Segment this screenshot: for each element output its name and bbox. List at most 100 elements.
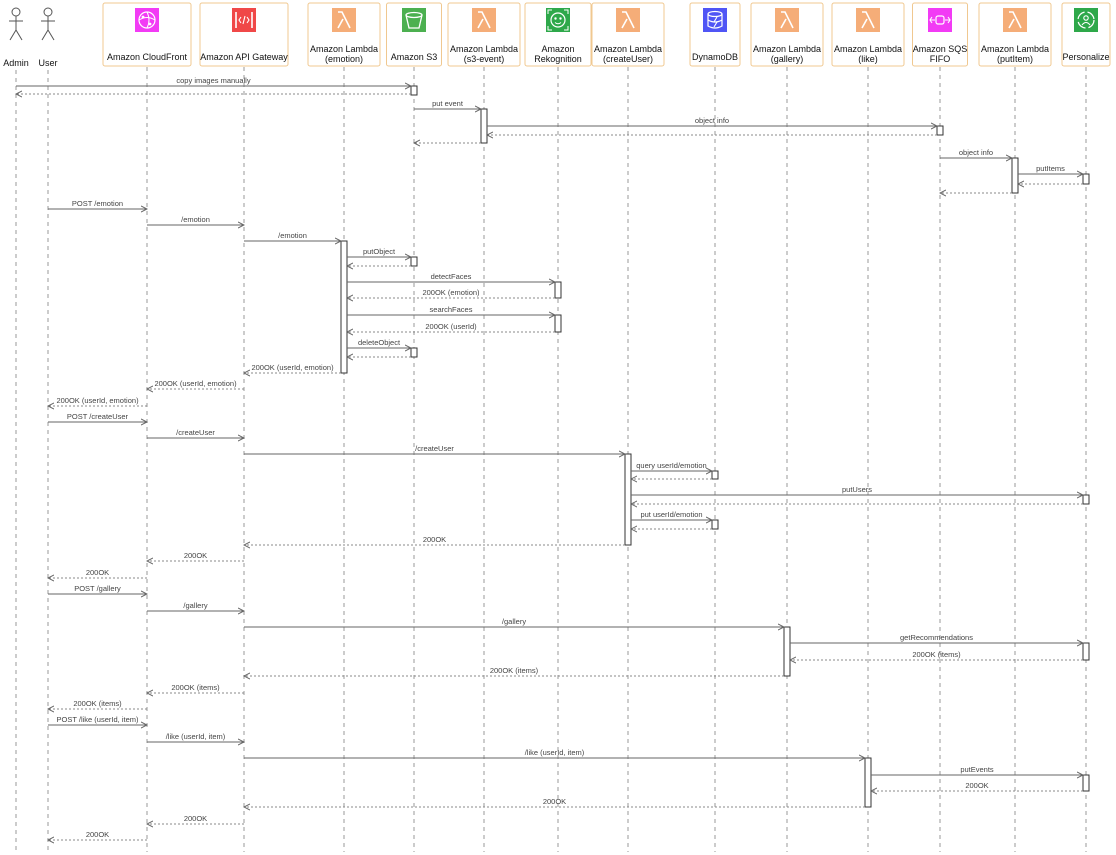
message-label: searchFaces <box>430 305 473 314</box>
message-label: 200OK (userId, emotion) <box>56 396 139 405</box>
cloudfront-icon <box>135 8 159 32</box>
message-label: 200OK (userId) <box>425 322 477 331</box>
message-label: POST /gallery <box>74 584 121 593</box>
message-label: 200OK <box>543 797 566 806</box>
lambda-icon <box>472 8 496 32</box>
activation-bar-lcreate <box>624 453 632 546</box>
activation-bar-rek <box>554 281 562 299</box>
message-label: putUsers <box>842 485 872 494</box>
rekognition-icon <box>546 8 570 32</box>
actor-admin-icon <box>9 7 23 41</box>
message-label: /emotion <box>278 231 307 240</box>
message-label: 200OK (items) <box>73 699 122 708</box>
participant-label-ddb: DynamoDB <box>692 52 738 62</box>
message-label: /gallery <box>502 617 526 626</box>
activation-bar-pers <box>1082 494 1090 505</box>
activation-bar-sqs <box>936 125 944 136</box>
message-label: POST /createUser <box>67 412 129 421</box>
participant-label-lemotion: Amazon Lambda <box>310 44 378 54</box>
activation-bar-pers <box>1082 774 1090 792</box>
participant-label-sqs: Amazon SQS <box>913 44 968 54</box>
personalize-icon <box>1074 8 1098 32</box>
message-label: /like (userId, item) <box>525 748 585 757</box>
activation-bar-lput <box>1011 157 1019 194</box>
lambda-icon <box>332 8 356 32</box>
participant-label-sqs: FIFO <box>930 54 951 64</box>
participant-box-ddb <box>689 2 741 67</box>
activation-bar-rek <box>554 314 562 333</box>
message-label: putItems <box>1036 164 1065 173</box>
participant-label-lgallery: Amazon Lambda <box>753 44 821 54</box>
participant-box-lemotion <box>307 2 381 67</box>
participant-label-ls3event: (s3-event) <box>464 54 505 64</box>
activation-bar-ddb <box>711 519 719 530</box>
activation-bar-s3 <box>410 347 418 358</box>
message-label: 200OK (emotion) <box>422 288 480 297</box>
participant-label-apigw: Amazon API Gateway <box>200 52 288 62</box>
message-label: put event <box>432 99 464 108</box>
participant-label-lput: Amazon Lambda <box>981 44 1049 54</box>
message-label: putObject <box>363 247 396 256</box>
participant-box-lcreate <box>591 2 665 67</box>
participant-label-lput: (putItem) <box>997 54 1033 64</box>
participant-label-ls3event: Amazon Lambda <box>450 44 518 54</box>
actor-user-icon <box>41 7 55 41</box>
lambda-icon <box>1003 8 1027 32</box>
api-gateway-icon <box>232 8 256 32</box>
participant-label-user: User <box>38 58 57 68</box>
message-label: putEvents <box>960 765 994 774</box>
message-label: /like (userId, item) <box>166 732 226 741</box>
message-label: 200OK <box>184 814 207 823</box>
participant-label-rek: Rekognition <box>534 54 582 64</box>
participant-label-lgallery: (gallery) <box>771 54 804 64</box>
participant-label-llike: Amazon Lambda <box>834 44 902 54</box>
participant-box-apigw <box>199 2 289 67</box>
participant-label-llike: (like) <box>858 54 878 64</box>
participant-box-llike <box>831 2 905 67</box>
participant-label-cf: Amazon CloudFront <box>107 52 188 62</box>
message-label: 200OK <box>423 535 446 544</box>
lambda-icon <box>856 8 880 32</box>
activation-bar-lemotion <box>340 240 348 374</box>
message-label: object info <box>695 116 729 125</box>
message-label: deleteObject <box>358 338 401 347</box>
message-label: object info <box>959 148 993 157</box>
message-label: 200OK (items) <box>171 683 220 692</box>
message-label: 200OK <box>86 830 109 839</box>
message-label: 200OK (items) <box>912 650 961 659</box>
participant-box-s3 <box>386 2 442 67</box>
lambda-icon <box>775 8 799 32</box>
message-label: POST /emotion <box>72 199 123 208</box>
activation-bar-ls3event <box>480 108 488 144</box>
participant-box-ls3event <box>447 2 521 67</box>
message-label: /createUser <box>176 428 215 437</box>
s3-bucket-icon <box>402 8 426 32</box>
message-label: 200OK (items) <box>490 666 539 675</box>
activation-bar-s3 <box>410 85 418 96</box>
message-label: 200OK <box>86 568 109 577</box>
message-label: getRecommendations <box>900 633 973 642</box>
dynamodb-icon <box>703 8 727 32</box>
participant-label-lcreate: Amazon Lambda <box>594 44 662 54</box>
lambda-icon <box>616 8 640 32</box>
message-label: /gallery <box>183 601 207 610</box>
message-label: /createUser <box>415 444 454 453</box>
message-label: 200OK <box>184 551 207 560</box>
participant-label-lemotion: (emotion) <box>325 54 363 64</box>
message-label: 200OK (userId, emotion) <box>251 363 334 372</box>
participant-label-rek: Amazon <box>541 44 574 54</box>
participant-label-pers: Personalize <box>1062 52 1109 62</box>
activation-bar-pers <box>1082 642 1090 661</box>
message-label: put userId/emotion <box>640 510 702 519</box>
participant-label-admin: Admin <box>3 58 29 68</box>
activation-bar-ddb <box>711 470 719 480</box>
activation-bar-llike <box>864 757 872 808</box>
participant-box-lput <box>978 2 1052 67</box>
message-label: /emotion <box>181 215 210 224</box>
message-label: detectFaces <box>431 272 472 281</box>
participant-box-sqs <box>912 2 968 67</box>
activation-bar-s3 <box>410 256 418 267</box>
participant-label-s3: Amazon S3 <box>391 52 438 62</box>
sqs-icon <box>928 8 952 32</box>
